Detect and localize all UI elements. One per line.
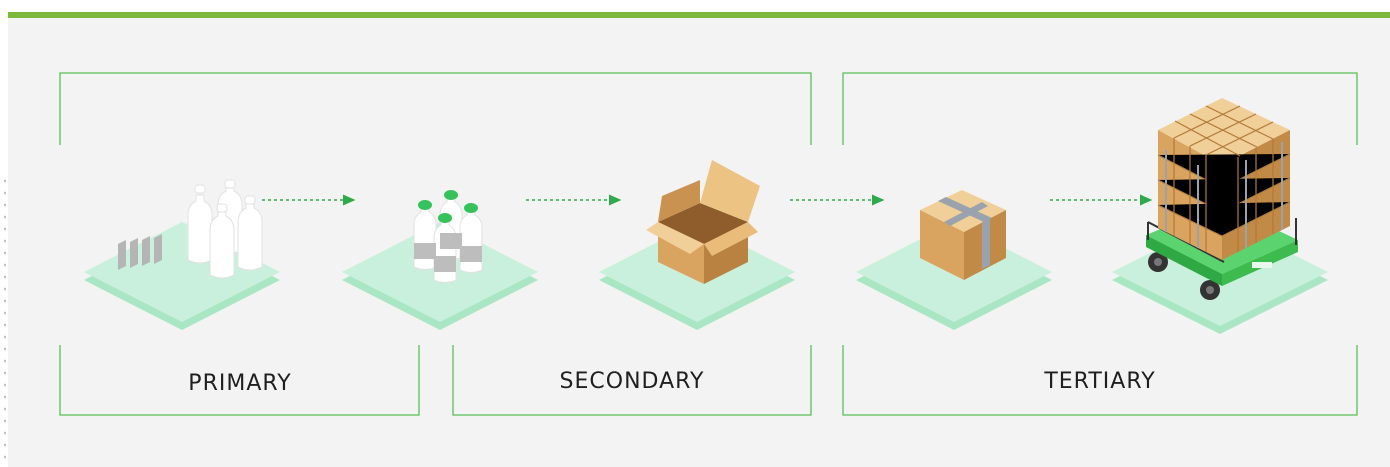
bottles-group-green-caps-icon xyxy=(413,190,483,283)
stage-label-primary: PRIMARY xyxy=(188,371,292,396)
stage-label-secondary: SECONDARY xyxy=(559,369,705,394)
bracket-top-primary-secondary xyxy=(59,72,812,145)
edge-dotted-pattern xyxy=(0,175,8,465)
bracket-top-tertiary xyxy=(842,72,1358,145)
bracket-bottom-secondary xyxy=(452,345,812,416)
pallet-cart-loaded-boxes-icon xyxy=(1146,98,1298,300)
top-accent-bar xyxy=(8,12,1390,18)
bracket-bottom-primary xyxy=(59,345,420,416)
bracket-bottom-tertiary xyxy=(842,345,1358,416)
taped-cardboard-box-icon xyxy=(920,190,1006,280)
open-cardboard-box-icon xyxy=(646,160,760,284)
milk-bottles-with-labels-icon xyxy=(118,179,263,279)
stage-label-tertiary: TERTIARY xyxy=(1044,369,1156,394)
